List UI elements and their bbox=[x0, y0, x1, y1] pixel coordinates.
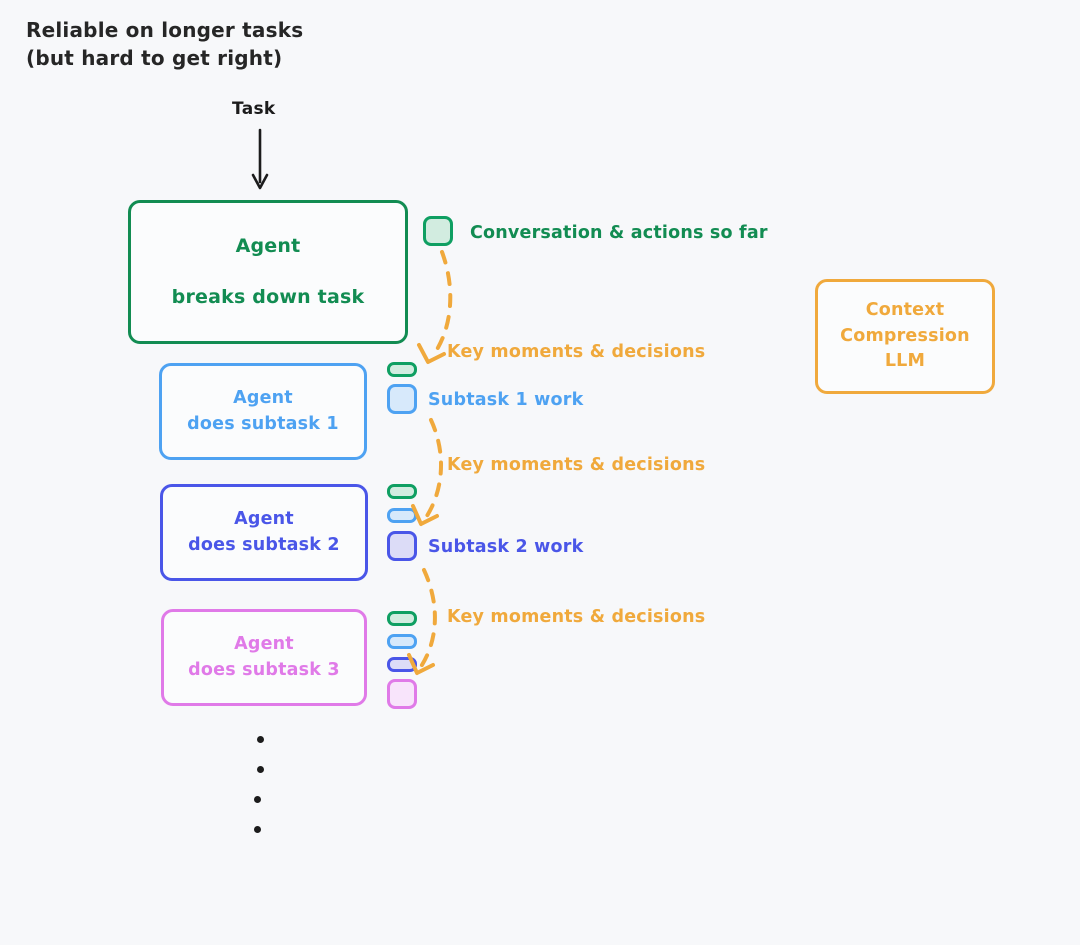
context-compression-llm-line-1: Context bbox=[865, 299, 945, 320]
label-key-moments-1: Key moments & decisions bbox=[447, 342, 706, 362]
agent-box-subtask-2[interactable]: Agent does subtask 2 bbox=[160, 484, 368, 581]
agent-box-subtask-1[interactable]: Agent does subtask 1 bbox=[159, 363, 367, 460]
context-chip-pink-full bbox=[387, 679, 417, 709]
context-chip-blue-full bbox=[387, 384, 417, 414]
agent-box-main[interactable]: Agent breaks down task bbox=[128, 200, 408, 344]
context-chip-green-compressed-3 bbox=[387, 611, 417, 626]
page-title-line-1: Reliable on longer tasks bbox=[26, 18, 304, 42]
compression-arrow-2 bbox=[411, 418, 443, 526]
context-compression-llm-line-3: LLM bbox=[884, 351, 926, 372]
agent-box-subtask-1-line-1: Agent bbox=[233, 388, 293, 409]
context-compression-llm-line-2: Compression bbox=[840, 325, 970, 346]
agent-box-subtask-1-line-2: does subtask 1 bbox=[187, 413, 339, 434]
ellipsis-dot-3 bbox=[254, 796, 261, 803]
agent-box-subtask-2-line-1: Agent bbox=[234, 509, 294, 530]
task-label: Task bbox=[232, 99, 276, 119]
context-chip-green-full bbox=[423, 216, 453, 246]
ellipsis-dot-4 bbox=[254, 826, 261, 833]
ellipsis-dot-1 bbox=[257, 736, 264, 743]
agent-box-main-line-2: breaks down task bbox=[171, 286, 365, 308]
agent-box-subtask-2-line-2: does subtask 2 bbox=[188, 534, 340, 555]
page-title: Reliable on longer tasks (but hard to ge… bbox=[26, 16, 303, 73]
context-chip-indigo-full bbox=[387, 531, 417, 561]
context-chip-green-compressed-1 bbox=[387, 362, 417, 377]
compression-arrow-1 bbox=[417, 250, 453, 364]
task-down-arrow-icon bbox=[251, 128, 269, 190]
label-conversation-actions: Conversation & actions so far bbox=[470, 223, 768, 243]
label-subtask-2-work: Subtask 2 work bbox=[428, 537, 584, 557]
context-compression-llm-box[interactable]: Context Compression LLM bbox=[815, 279, 995, 394]
page-title-line-2: (but hard to get right) bbox=[26, 46, 283, 71]
agent-box-subtask-3-line-1: Agent bbox=[234, 634, 294, 655]
label-key-moments-2: Key moments & decisions bbox=[447, 455, 706, 475]
agent-box-subtask-3[interactable]: Agent does subtask 3 bbox=[161, 609, 367, 706]
context-chip-blue-compressed-1 bbox=[387, 508, 417, 523]
agent-box-main-line-1: Agent bbox=[235, 235, 301, 258]
label-key-moments-3: Key moments & decisions bbox=[447, 607, 706, 627]
context-chip-green-compressed-2 bbox=[387, 484, 417, 499]
ellipsis-dot-2 bbox=[257, 766, 264, 773]
context-chip-blue-compressed-2 bbox=[387, 634, 417, 649]
agent-box-subtask-3-line-2: does subtask 3 bbox=[188, 659, 340, 680]
context-chip-indigo-compressed bbox=[387, 657, 417, 672]
label-subtask-1-work: Subtask 1 work bbox=[428, 390, 584, 410]
